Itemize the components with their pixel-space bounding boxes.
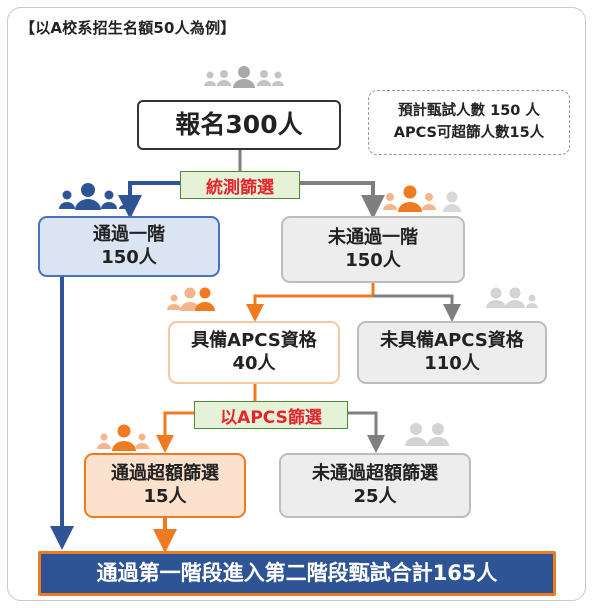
people-group-lightgray-icon	[486, 287, 538, 308]
filter-label-1: 統測篩選	[180, 171, 300, 199]
diagram-frame	[7, 7, 586, 601]
pass-stage1-line2: 150人	[101, 246, 157, 268]
people-group-orange-icon	[383, 185, 461, 212]
people-group-orange-icon	[97, 424, 149, 451]
filter1-text: 統測篩選	[206, 177, 274, 198]
people-group-gray-icon	[204, 66, 284, 88]
has-apcs-line2: 40人	[232, 352, 276, 374]
fail-stage1-box: 未通過一階 150人	[281, 216, 465, 283]
pass-extra-line1: 通過超額篩選	[111, 463, 219, 484]
fail-extra-box: 未通過超額篩選 25人	[279, 453, 471, 518]
pass-stage1-line1: 通過一階	[93, 224, 165, 245]
pass-extra-box: 通過超額篩選 15人	[84, 453, 246, 518]
people-group-lightgray-icon	[405, 423, 449, 446]
filter2-text: 以APCS篩選	[220, 407, 322, 428]
no-apcs-line1: 未具備APCS資格	[380, 330, 524, 351]
result-banner: 通過第一階段進入第二階段甄試合計165人	[38, 551, 556, 596]
has-apcs-box: 具備APCS資格 40人	[168, 321, 340, 384]
fail-extra-line1: 未通過超額篩選	[312, 463, 438, 484]
people-group-orange-icon	[167, 287, 215, 311]
no-apcs-line2: 110人	[424, 352, 480, 374]
diagram-title: 【以A校系招生名額50人為例】	[20, 19, 236, 37]
registrants-label: 報名300人	[175, 110, 303, 140]
pass-extra-line2: 15人	[143, 485, 187, 507]
people-group-blue-icon	[59, 183, 129, 210]
fail-stage1-line1: 未通過一階	[328, 227, 418, 248]
fail-extra-line2: 25人	[353, 485, 397, 507]
registrants-box: 報名300人	[137, 100, 341, 150]
result-label: 通過第一階段進入第二階段甄試合計165人	[96, 561, 498, 586]
no-apcs-box: 未具備APCS資格 110人	[357, 321, 547, 384]
fail-stage1-line2: 150人	[345, 249, 401, 271]
note-box: 預計甄試人數 150 人 APCS可超篩人數15人	[368, 90, 570, 155]
has-apcs-line1: 具備APCS資格	[191, 330, 317, 351]
note-line2: APCS可超篩人數15人	[393, 124, 545, 141]
note-line1: 預計甄試人數 150 人	[398, 103, 540, 120]
pass-stage1-box: 通過一階 150人	[38, 216, 220, 277]
filter-label-2: 以APCS篩選	[194, 401, 348, 429]
